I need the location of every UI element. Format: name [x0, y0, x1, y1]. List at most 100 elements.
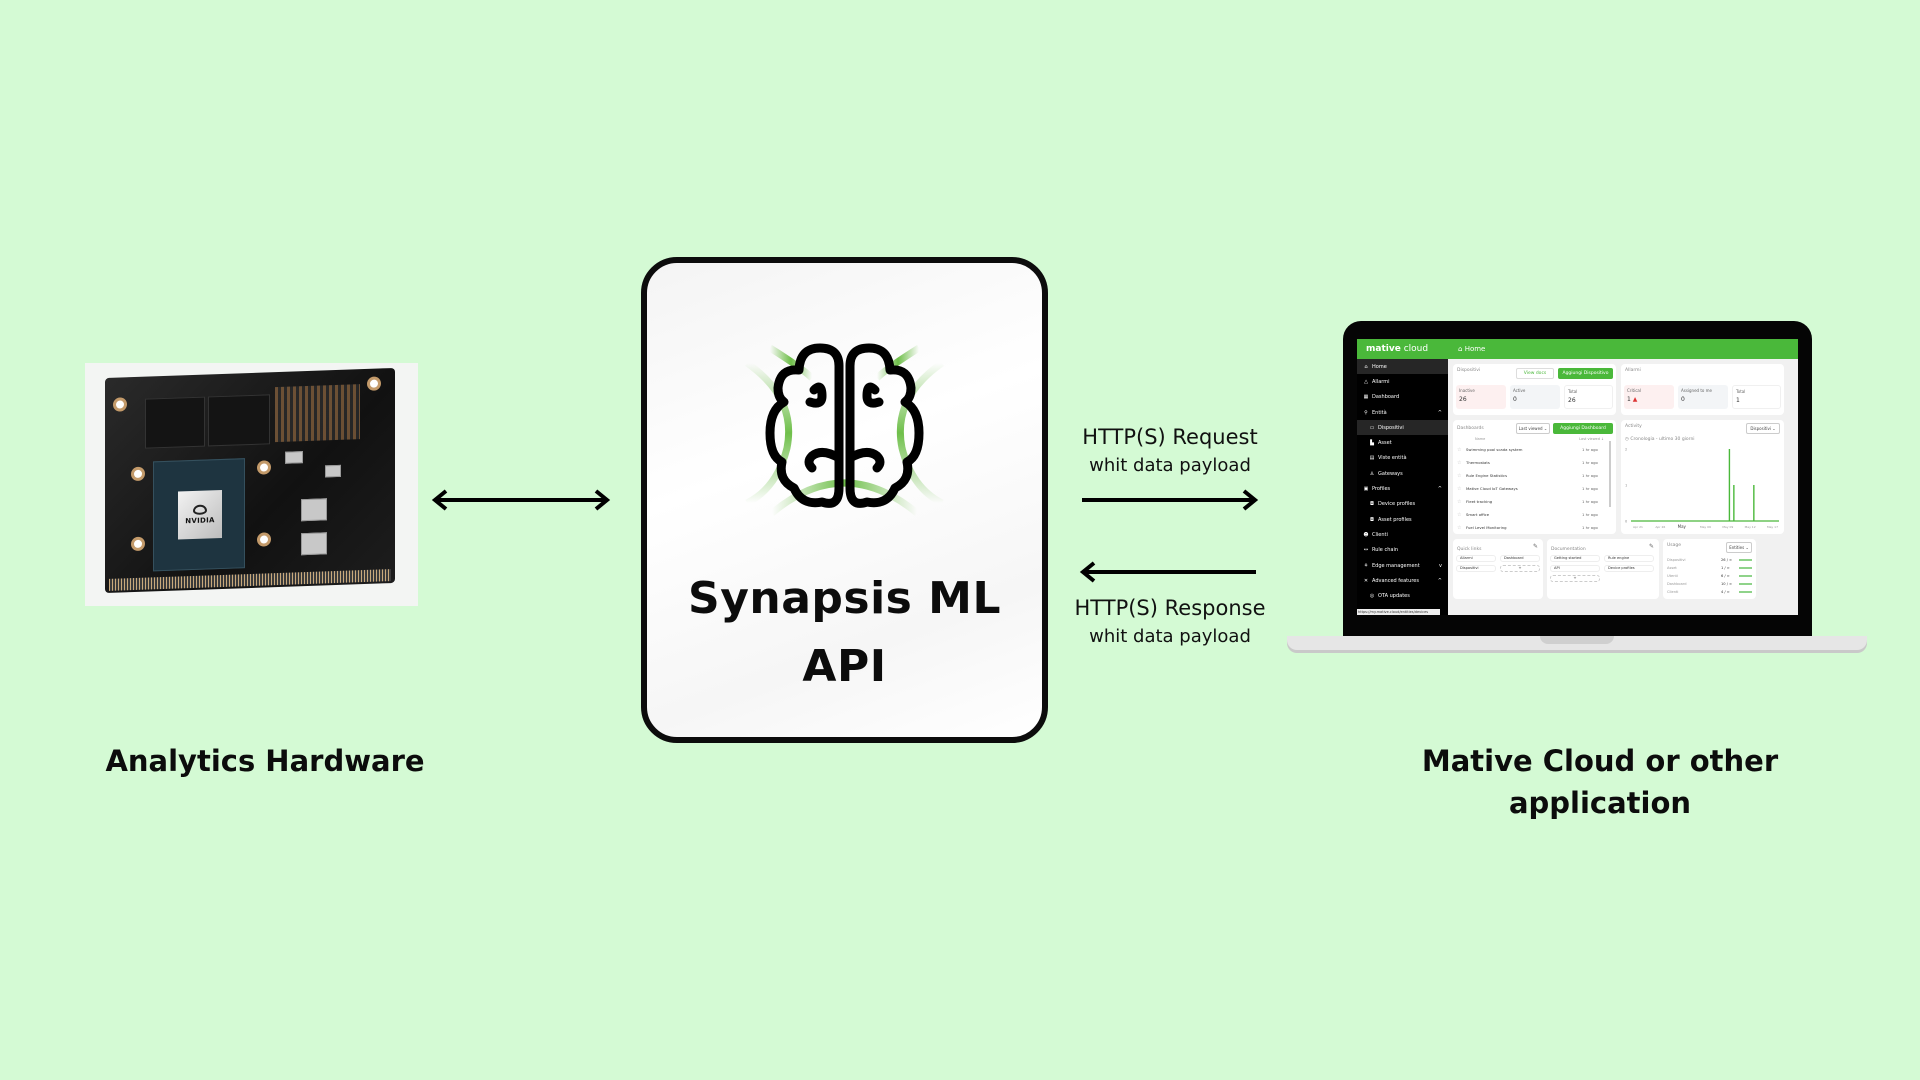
col-last-viewed[interactable]: Last viewed ↓ — [1579, 437, 1604, 441]
dashboard-time: 1 hr ago — [1582, 512, 1598, 517]
add-dashboard-button[interactable]: Aggiungi Dashboard — [1553, 423, 1613, 434]
dispositivi-title[interactable]: Dispositivi — [1457, 368, 1481, 373]
star-icon[interactable]: ☆ — [1457, 485, 1462, 492]
mount-hole — [257, 460, 271, 475]
sidebar-item-viste-entita[interactable]: ▤Viste entità — [1357, 451, 1448, 466]
sidebar-item-dashboard[interactable]: ▦Dashboard — [1357, 390, 1448, 405]
sidebar-item-device-profiles[interactable]: ◘Device profiles — [1357, 497, 1448, 512]
activity-subtitle-text: Cronologia - ultimo 30 giorni — [1630, 437, 1695, 442]
allarmi-title[interactable]: Allarmi — [1625, 368, 1641, 373]
documentation-title[interactable]: Documentation — [1551, 547, 1586, 552]
usage-bar — [1739, 559, 1752, 561]
ota-icon: ◎ — [1369, 593, 1375, 600]
edit-pencil-icon[interactable]: ✎ — [1532, 543, 1538, 550]
usage-value: 1 / ∞ — [1721, 566, 1730, 570]
api-title-line1: Synapsis ML — [688, 573, 1001, 624]
mount-hole — [131, 536, 145, 552]
chevron-down-icon: ⌄ — [1772, 426, 1776, 431]
quick-link-chip[interactable]: Allarmi — [1456, 555, 1496, 562]
device-icon: ▭ — [1369, 424, 1375, 431]
sidebar-item-dispositivi[interactable]: ▭Dispositivi — [1357, 420, 1448, 436]
x-tick-label: May — [1678, 524, 1687, 529]
star-icon[interactable]: ☆ — [1457, 459, 1462, 466]
sidebar-item-clienti[interactable]: ☻Clienti — [1357, 527, 1448, 542]
add-quick-link[interactable]: + — [1500, 565, 1540, 572]
arrow-head-left — [1079, 561, 1096, 583]
star-icon[interactable]: ☆ — [1457, 472, 1462, 479]
usage-name: Dispositivi — [1667, 558, 1686, 562]
dashboard-name: Swimming pool scada system — [1466, 447, 1523, 452]
dashboard-row[interactable]: ☆ Smart office 1 hr ago — [1457, 508, 1606, 521]
stat-value: 0 — [1513, 396, 1517, 403]
star-icon[interactable]: ☆ — [1457, 524, 1462, 531]
sidebar-item-entita[interactable]: ⚲Entità^ — [1357, 405, 1448, 420]
sidebar-item-ota-updates[interactable]: ◎OTA updates — [1357, 588, 1448, 603]
view-docs-button[interactable]: View docs — [1516, 368, 1554, 379]
dashboard-name: Rule Engine Statistics — [1466, 473, 1508, 478]
arrow-head-right — [594, 489, 611, 511]
dashboard-name: Smart office — [1466, 512, 1490, 517]
sidebar-item-home[interactable]: ⌂Home — [1357, 359, 1448, 375]
app-logo[interactable]: mative cloud — [1357, 344, 1450, 354]
x-tick-label: May 17 — [1767, 525, 1778, 529]
sidebar-item-asset[interactable]: ▙Asset — [1357, 435, 1448, 450]
doc-link-chip[interactable]: Rule engine — [1604, 555, 1654, 562]
documentation-panel: Documentation ✎ Getting started Rule eng… — [1547, 539, 1659, 599]
col-name[interactable]: Name — [1475, 437, 1486, 441]
sidebar-item-profiles[interactable]: ▣Profiles^ — [1357, 481, 1448, 496]
activity-title: Activity — [1625, 424, 1642, 429]
request-label: HTTP(S) Request whit data payload — [1060, 422, 1280, 480]
activity-select-value: Dispositivi — [1750, 426, 1771, 431]
scrollbar[interactable] — [1609, 441, 1611, 507]
sidebar-item-advanced-features[interactable]: ✕Advanced features^ — [1357, 573, 1448, 588]
brand-light: cloud — [1403, 344, 1429, 354]
doc-link-chip[interactable]: Device profiles — [1604, 565, 1654, 572]
capacitor — [325, 464, 341, 478]
sidebar-item-asset-profiles[interactable]: ◘Asset profiles — [1357, 512, 1448, 527]
add-device-button[interactable]: Aggiungi Dispositivo — [1558, 368, 1613, 379]
api-title: Synapsis ML API — [647, 565, 1042, 701]
sidebar-item-allarmi[interactable]: △Allarmi — [1357, 374, 1448, 389]
star-icon[interactable]: ☆ — [1457, 511, 1462, 518]
dashboards-panel: Dashboards Last viewed ⌄ Aggiungi Dashbo… — [1453, 420, 1616, 534]
usage-select-value: Entities — [1729, 545, 1745, 550]
building-icon: ▙ — [1370, 440, 1374, 447]
sidebar-item-rule-chain[interactable]: ↔Rule chain — [1357, 543, 1448, 558]
doc-link-chip[interactable]: Getting started — [1550, 555, 1600, 562]
asset-profile-icon: ◘ — [1370, 516, 1374, 523]
usage-bar — [1739, 567, 1752, 569]
dashboard-name: Thermostats — [1466, 460, 1490, 465]
mative-cloud-caption-line2: application — [1508, 786, 1692, 820]
usage-title[interactable]: Usage — [1667, 543, 1682, 548]
dashboards-title[interactable]: Dashboards — [1457, 426, 1484, 431]
breadcrumb[interactable]: ⌂ Home — [1450, 345, 1485, 353]
star-icon[interactable]: ☆ — [1457, 446, 1462, 453]
sidebar-item-gateways[interactable]: ♙Gateways — [1357, 466, 1448, 481]
quick-link-chip[interactable]: Dispositivi — [1456, 565, 1496, 572]
add-doc-link[interactable]: + — [1550, 575, 1600, 582]
activity-select[interactable]: Dispositivi ⌄ — [1746, 423, 1780, 434]
usage-select[interactable]: Entities ⌄ — [1726, 542, 1752, 553]
chip-brand: NVIDIA — [185, 516, 215, 526]
sort-select[interactable]: Last viewed ⌄ — [1516, 423, 1550, 434]
dashboard-name: Fuel Level Monitoring — [1466, 525, 1507, 530]
quick-link-chip[interactable]: Dashboard — [1500, 555, 1540, 562]
edit-pencil-icon[interactable]: ✎ — [1648, 543, 1654, 550]
star-icon[interactable]: ☆ — [1457, 498, 1462, 505]
doc-link-chip[interactable]: API — [1550, 565, 1600, 572]
mative-cloud-caption: Mative Cloud or other application — [1360, 740, 1840, 824]
